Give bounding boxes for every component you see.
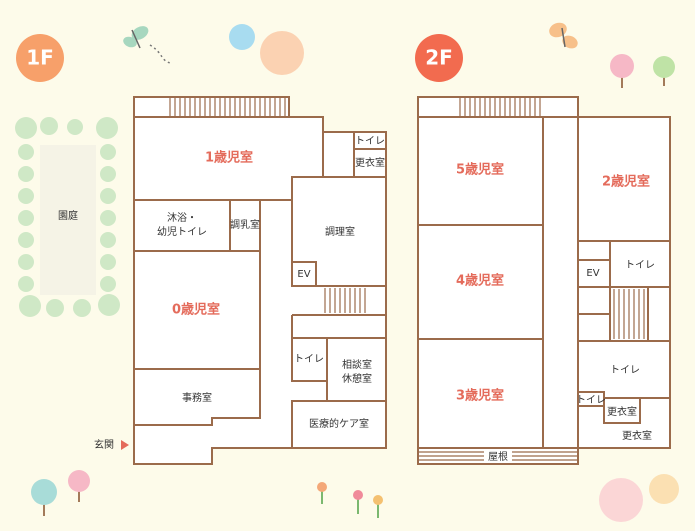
room-age0: 0歳児室	[172, 302, 220, 318]
room-milk: 調乳室	[230, 218, 260, 231]
room-toilet-a: トイレ	[625, 260, 655, 271]
room-bath-line1: 沐浴・	[167, 211, 197, 224]
room-age4: 4歳児室	[456, 273, 504, 289]
decor-dot-icon	[229, 24, 255, 50]
decor-dot-icon	[599, 478, 643, 522]
room-locker-a: 更衣室	[607, 405, 637, 418]
butterfly-icon	[549, 22, 578, 49]
roof-label-bg	[484, 451, 512, 463]
room-consult-line1: 相談室	[342, 358, 372, 371]
tree-icon	[31, 470, 90, 516]
garden	[40, 145, 96, 295]
floor-1-badge-label: 1F	[26, 46, 54, 70]
room-age3: 3歳児室	[456, 388, 504, 404]
flower-icon	[317, 482, 383, 518]
floor-1-plan	[133, 96, 387, 465]
floor-1-badge	[16, 34, 64, 82]
roof-label: 屋根	[488, 450, 508, 463]
room-office: 事務室	[182, 391, 212, 404]
entrance-arrow-icon	[121, 440, 129, 450]
room-ev: EV	[297, 269, 310, 280]
room-bath-line2: 幼児トイレ	[157, 225, 207, 238]
floor-2-badge	[415, 34, 463, 82]
room-locker-b: 更衣室	[622, 429, 652, 442]
room-age5: 5歳児室	[456, 162, 504, 178]
room-medical: 医療的ケア室	[309, 417, 369, 430]
floor-2-plan	[417, 96, 671, 465]
decor-dot-icon	[649, 474, 679, 504]
room-toilet-top: トイレ	[355, 136, 385, 147]
room-age2: 2歳児室	[602, 174, 650, 190]
garden-label: 園庭	[58, 209, 78, 222]
decor-dot-icon	[260, 31, 304, 75]
entrance-label: 玄関	[94, 438, 114, 451]
room-toilet-mid: トイレ	[294, 354, 324, 365]
room-toilet-c: トイレ	[576, 395, 606, 406]
garden-hedge	[15, 117, 120, 317]
room-locker-top: 更衣室	[355, 156, 385, 169]
room-toilet-b: トイレ	[610, 365, 640, 376]
floor-2-badge-label: 2F	[425, 46, 453, 70]
room-kitchen: 調理室	[325, 225, 355, 238]
room-ev-2f: EV	[586, 268, 599, 279]
room-consult-line2: 休憩室	[342, 372, 372, 385]
tree-icon	[610, 54, 675, 88]
room-age1: 1歳児室	[205, 150, 253, 166]
butterfly-icon	[123, 26, 173, 64]
